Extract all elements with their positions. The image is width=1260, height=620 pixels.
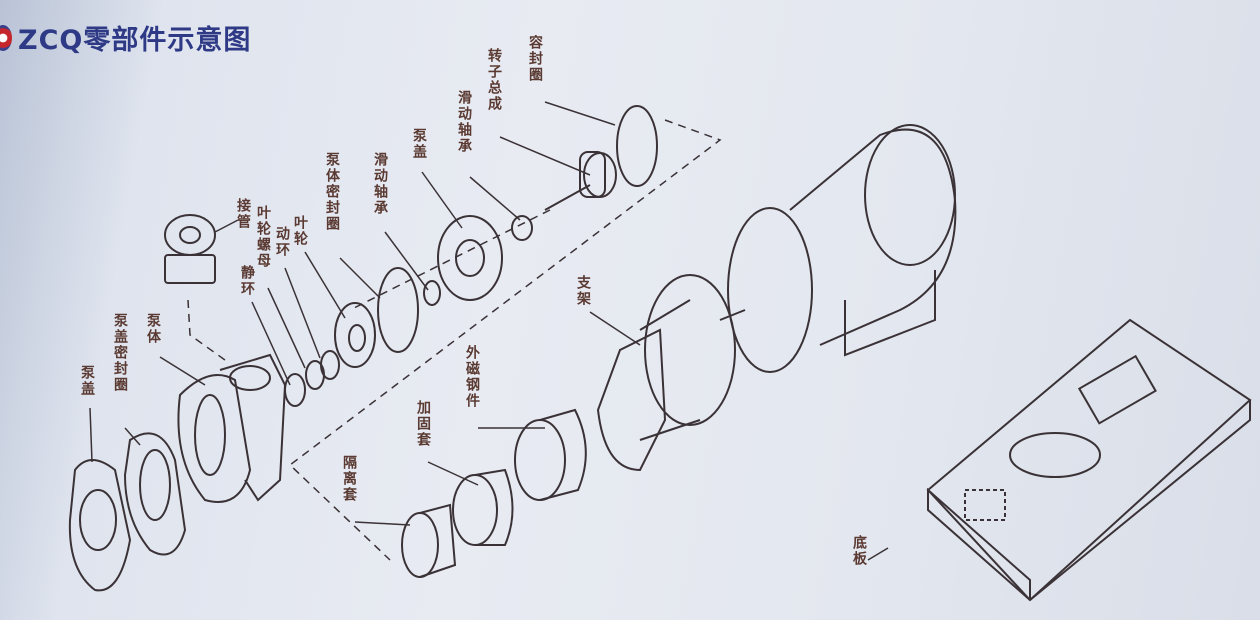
label-moving-ring: 动环 xyxy=(274,226,290,258)
pump-body-part xyxy=(177,353,287,503)
label-bracket: 支架 xyxy=(575,275,591,307)
label-connecting-pipe: 接管 xyxy=(235,198,251,230)
label-reinforcing-sleeve: 加固套 xyxy=(415,400,431,448)
diagram-title: ZCQ零部件示意图 xyxy=(0,18,251,57)
label-pump-cover-seal: 泵盖密封圈 xyxy=(112,313,128,393)
label-sliding-bearing-1: 滑动轴承 xyxy=(456,90,472,154)
outer-magnet-part xyxy=(514,408,587,501)
label-pump-body: 泵体 xyxy=(145,313,161,345)
label-rotor-assembly: 转子总成 xyxy=(486,48,502,112)
logo-icon xyxy=(0,24,12,51)
label-static-ring: 静环 xyxy=(239,265,255,297)
dashed-guides xyxy=(187,119,722,561)
pump-cover-seal-part xyxy=(123,432,187,556)
ring-parts xyxy=(284,105,658,407)
base-plate-part xyxy=(926,318,1252,602)
reinforcing-sleeve-part xyxy=(452,468,514,546)
isolation-sleeve-part xyxy=(401,503,457,578)
label-seal-ring: 容封圈 xyxy=(527,35,543,83)
pump-cover-part xyxy=(68,459,132,592)
label-isolation-sleeve: 隔离套 xyxy=(341,455,357,503)
label-pump-cover: 泵盖 xyxy=(79,365,95,397)
title-text: ZCQ零部件示意图 xyxy=(18,25,252,56)
label-impeller: 叶轮 xyxy=(292,215,308,247)
bracket-part xyxy=(596,274,736,472)
label-sliding-bearing-2: 滑动轴承 xyxy=(372,152,388,216)
label-base-plate: 底板 xyxy=(851,535,867,567)
label-outer-magnet: 外磁钢件 xyxy=(464,345,480,409)
rotor-assembly-part xyxy=(544,151,617,211)
connecting-pipe-part xyxy=(164,214,216,284)
motor-part xyxy=(719,124,957,373)
label-pump-body-seal: 泵体密封圈 xyxy=(324,152,340,232)
label-impeller-nut: 叶轮螺母 xyxy=(255,205,271,269)
leader-lines xyxy=(89,101,889,561)
label-pump-cover-top: 泵盖 xyxy=(411,128,427,160)
